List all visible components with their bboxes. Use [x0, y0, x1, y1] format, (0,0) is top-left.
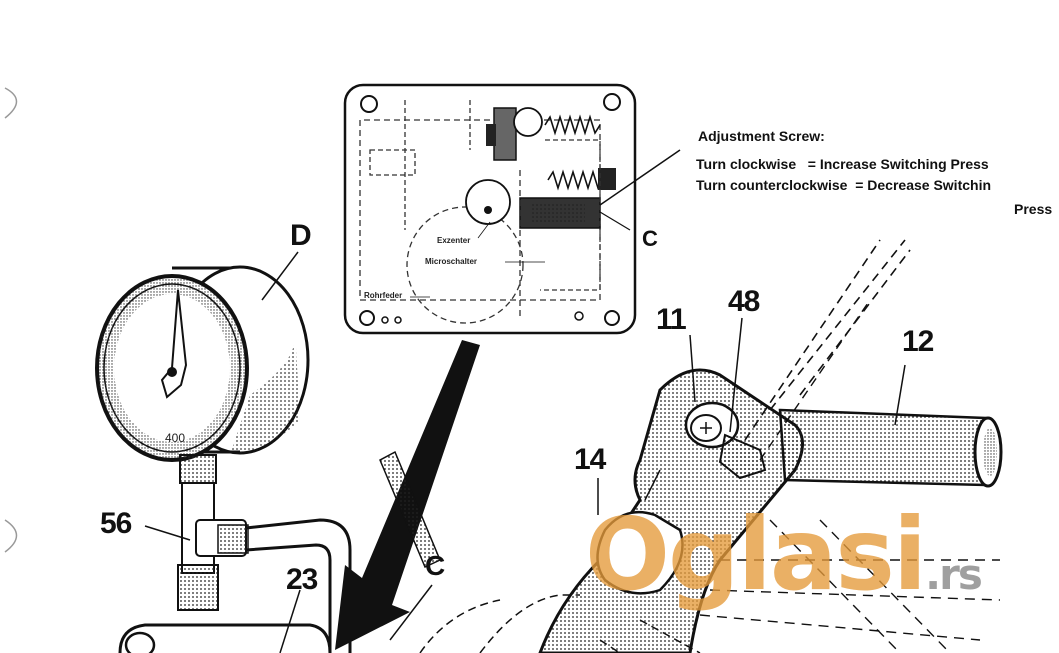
binder-hole-mark	[4, 519, 18, 553]
binder-hole-mark	[4, 87, 18, 119]
adjustment-note-heading: Adjustment Screw:	[698, 128, 825, 144]
callout-C-lower: C	[425, 550, 446, 581]
callout-23: 23	[286, 563, 318, 596]
leader-56	[144, 525, 191, 541]
watermark-logo: Oglasi.rs	[585, 505, 983, 605]
adjustment-note-line-3: Press	[1014, 201, 1053, 217]
adjustment-note-line-1: Turn clockwise = Increase Switching Pres…	[696, 156, 989, 172]
gauge-connector-fittings	[118, 450, 441, 653]
leader-23	[279, 589, 301, 653]
pressure-switch-inset	[343, 83, 681, 335]
inset-label-exzenter: Exzenter	[437, 236, 471, 245]
callout-C-upper: C	[642, 226, 658, 251]
callout-12: 12	[902, 325, 934, 358]
tube-12	[744, 239, 1003, 488]
hidden-outline	[769, 519, 951, 653]
watermark-brand: Oglasi	[585, 496, 927, 613]
nut-48	[718, 317, 767, 480]
callout-14: 14	[574, 443, 606, 476]
gauge-scale-label: 400	[165, 431, 186, 445]
leader-D	[261, 251, 299, 301]
callout-48: 48	[728, 285, 760, 318]
inset-label-microschalter: Microschalter	[425, 257, 478, 266]
inset-label-rohrfeder: Rohrfeder	[364, 291, 403, 300]
leader-C-lower	[389, 584, 433, 641]
adjustment-note-line-2: Turn counterclockwise = Decrease Switchi…	[696, 177, 992, 193]
watermark-tld: .rs	[925, 550, 983, 599]
callout-56: 56	[100, 507, 132, 540]
callout-11: 11	[656, 303, 687, 336]
callout-D: D	[290, 219, 312, 252]
pressure-gauge	[95, 265, 310, 462]
